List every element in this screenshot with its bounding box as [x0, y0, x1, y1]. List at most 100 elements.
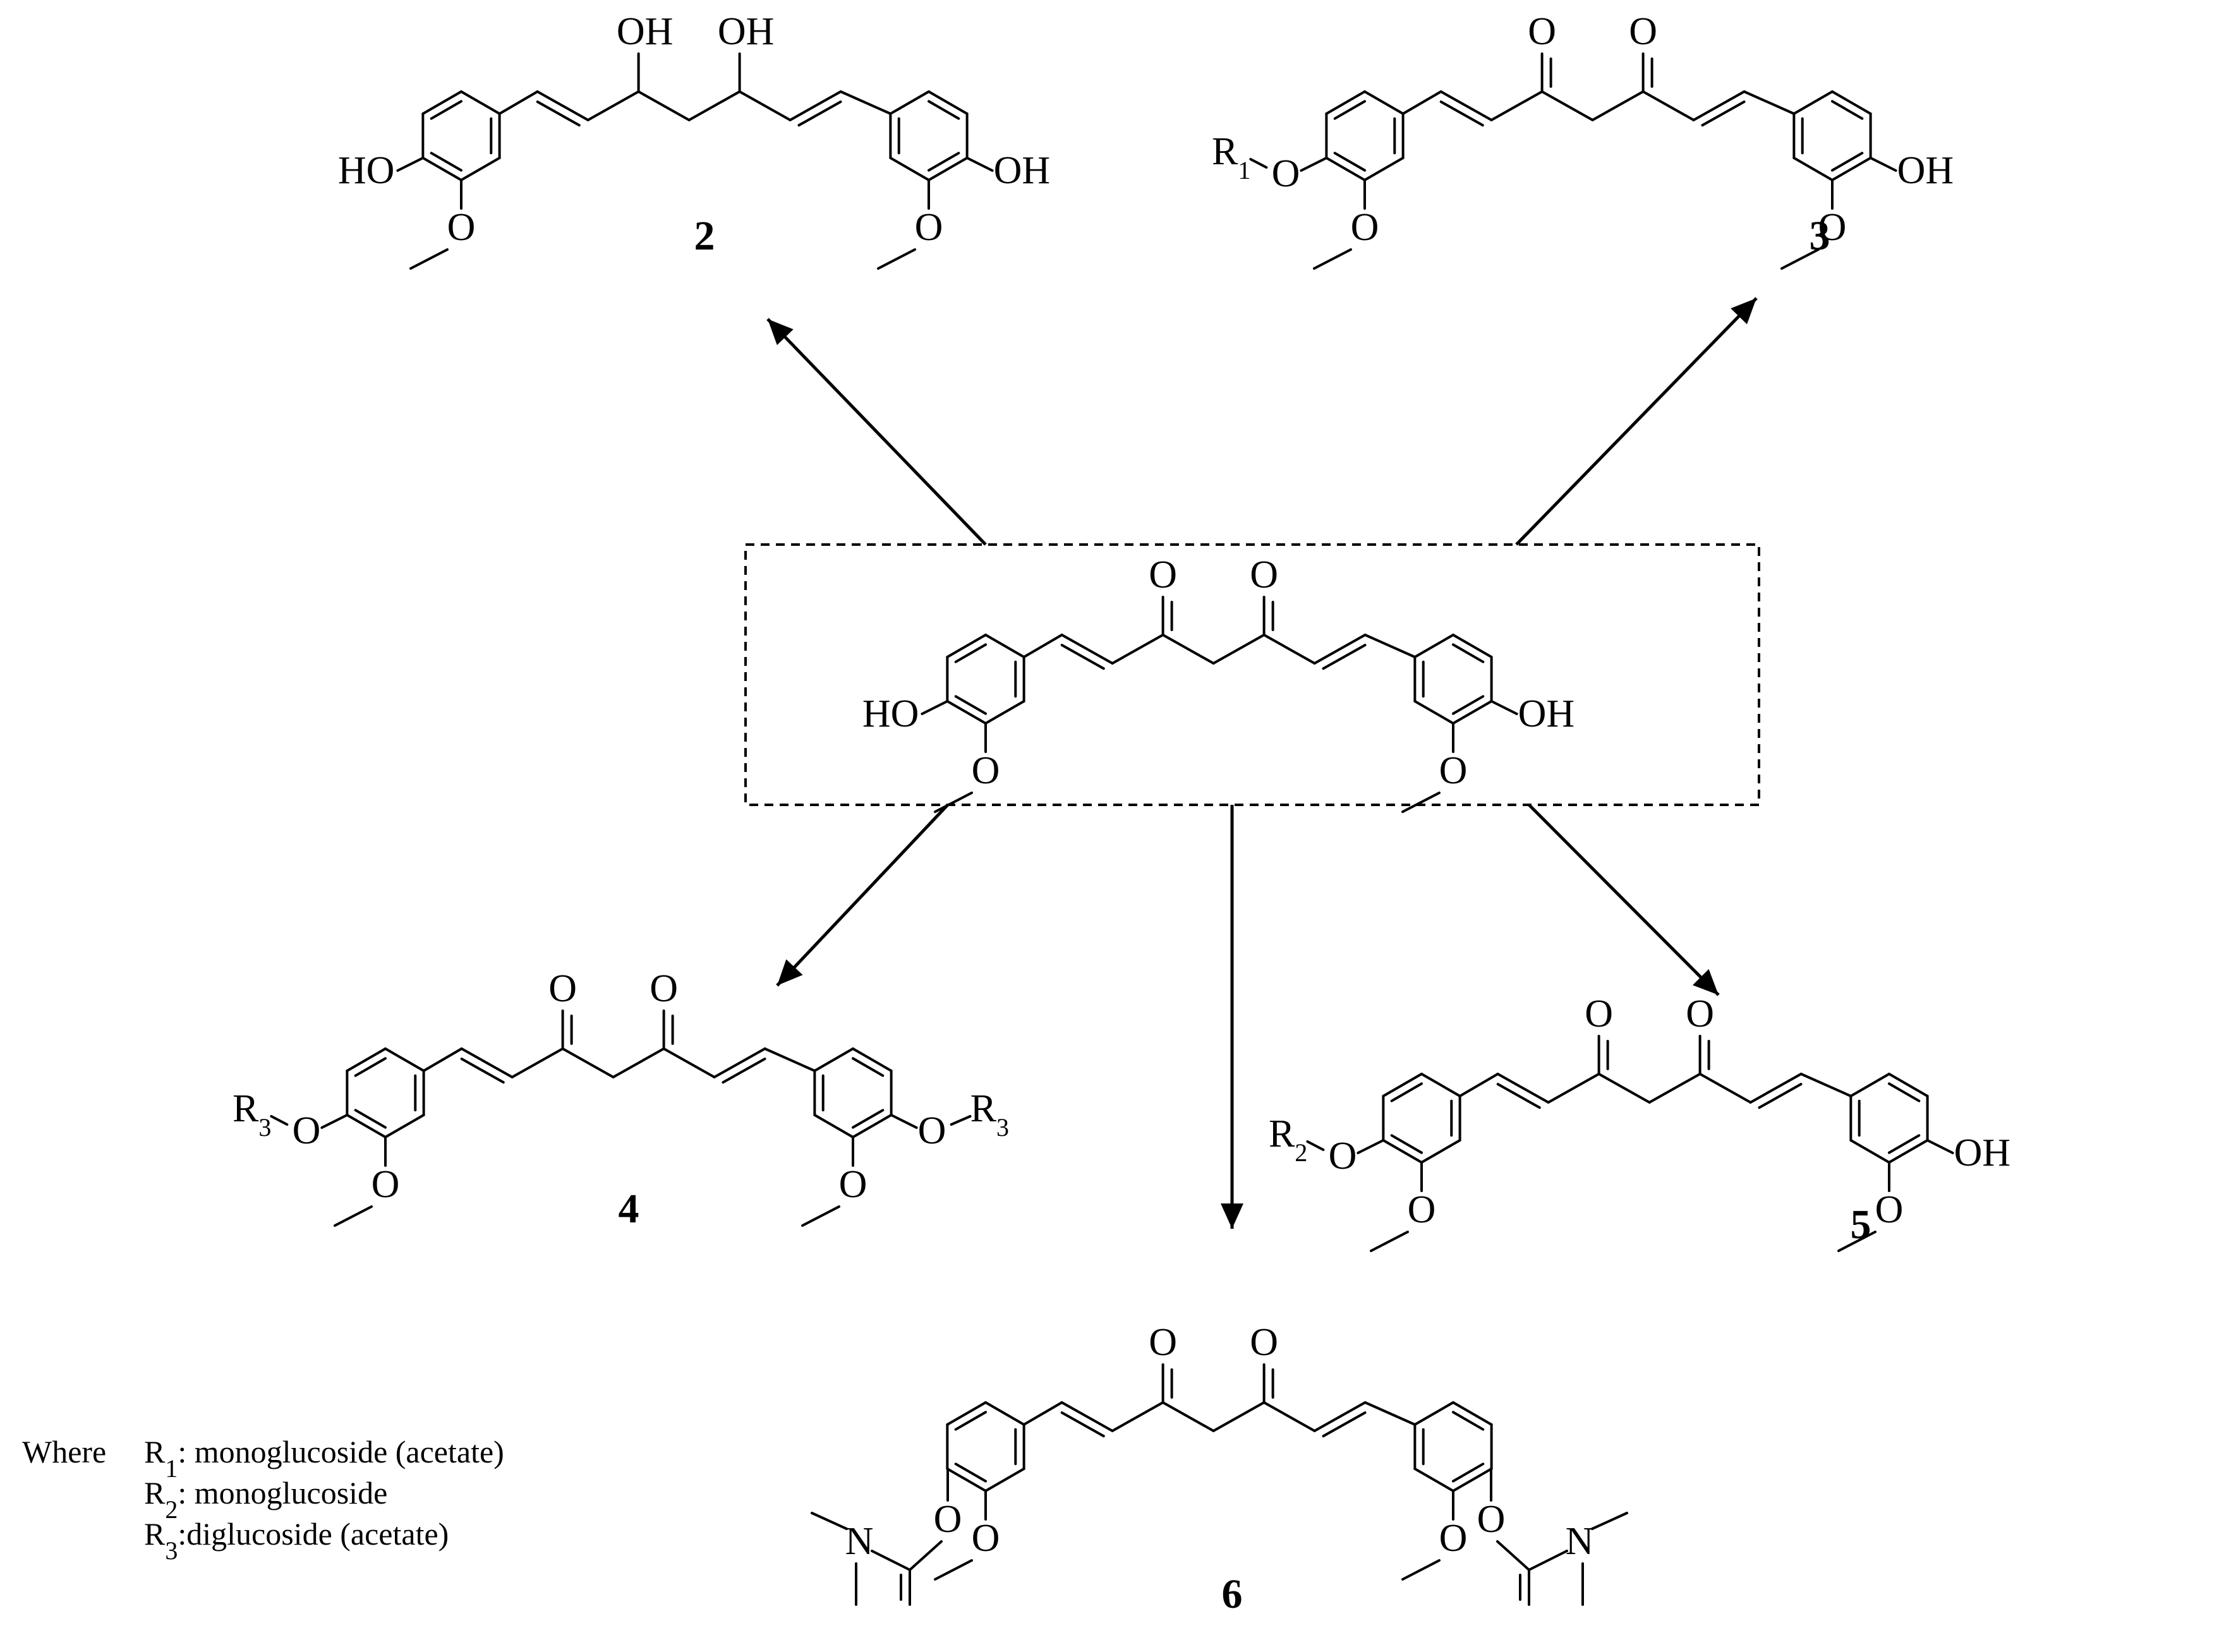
- bond: [1262, 634, 1316, 665]
- bond: [422, 1047, 463, 1072]
- double-bond-inner: [1322, 644, 1367, 670]
- bond: [1496, 1540, 1530, 1571]
- ring-double-bond: [1831, 100, 1864, 120]
- bond: [662, 1047, 716, 1078]
- r-group-label: R3: [233, 1087, 271, 1142]
- double-bond: [536, 90, 589, 121]
- bond: [1799, 1073, 1852, 1097]
- methoxy-oxygen-label: O: [1875, 1188, 1904, 1231]
- ring-bond: [1413, 634, 1454, 658]
- double-bond-inner: [797, 100, 842, 127]
- bond: [1540, 90, 1594, 121]
- double-bond-inner: [1439, 100, 1484, 127]
- ring-double-bond: [1390, 1134, 1423, 1154]
- ring-double-bond: [1888, 1082, 1921, 1102]
- bond: [1111, 1401, 1164, 1432]
- bond: [1926, 1139, 1954, 1154]
- double-bond: [1439, 90, 1493, 121]
- r-group-label: R2: [1269, 1112, 1307, 1167]
- methyl-bond: [1837, 1231, 1876, 1252]
- double-bond-inner: [536, 100, 581, 127]
- ring-bond: [1792, 157, 1834, 181]
- carbamate-oxygen-label: O: [934, 1498, 962, 1541]
- bond: [1363, 634, 1417, 658]
- methyl-bond: [409, 248, 449, 270]
- ring-bond: [889, 157, 930, 181]
- methoxy-oxygen-label: O: [972, 749, 1000, 792]
- ring-double-bond: [954, 643, 987, 663]
- bond: [1401, 90, 1442, 115]
- carbonyl-oxygen-label: O: [1250, 1321, 1278, 1364]
- ring-double-bond: [354, 1109, 387, 1129]
- compound-number-3: 3: [1810, 213, 1830, 259]
- arrow-to-4: [776, 804, 949, 987]
- ring-bond: [384, 1047, 425, 1072]
- bond: [1458, 1073, 1499, 1097]
- methyl-bond: [811, 1512, 848, 1530]
- methoxy-oxygen-label: O: [1351, 206, 1379, 249]
- hydroxyl-label: OH: [718, 10, 775, 53]
- bond: [1262, 1401, 1316, 1432]
- bond: [1161, 1401, 1215, 1432]
- bond: [637, 90, 691, 121]
- methyl-bond: [934, 792, 973, 813]
- arrow-to-6-head: [1221, 1203, 1243, 1229]
- bond: [320, 1114, 349, 1129]
- ether-bond: [950, 1115, 972, 1126]
- methyl-bond: [801, 1205, 840, 1227]
- ring-double-bond: [1333, 152, 1366, 172]
- bond: [396, 157, 425, 172]
- bond: [1300, 157, 1328, 172]
- ring-bond: [928, 90, 969, 115]
- methyl-bond: [1313, 248, 1352, 270]
- ring-bond: [346, 1047, 387, 1072]
- hydroxyl-label: OH: [1897, 149, 1954, 192]
- carbonyl-oxygen-label: O: [1686, 992, 1714, 1035]
- bond: [1869, 157, 1897, 172]
- methoxy-oxygen-label: O: [1818, 206, 1847, 249]
- arrows-layer: [766, 297, 1758, 1229]
- ring-bond: [889, 90, 930, 115]
- ether-oxygen-label: O: [293, 1109, 321, 1152]
- ring-double-bond: [1452, 1411, 1485, 1431]
- double-bond: [460, 1047, 514, 1078]
- ring-bond: [1413, 1468, 1454, 1492]
- carbamate-oxygen-label: O: [1477, 1498, 1506, 1541]
- arrow-to-5: [1528, 804, 1720, 996]
- double-bond-inner: [1496, 1083, 1541, 1109]
- bond: [1212, 634, 1266, 665]
- carbonyl-oxygen-label: O: [1149, 553, 1177, 596]
- methyl-bond: [1370, 1231, 1409, 1252]
- compound-number-6: 6: [1222, 1571, 1243, 1617]
- ring-bond: [1831, 90, 1872, 115]
- ring-bond: [1413, 1401, 1454, 1426]
- ring-bond: [1888, 1073, 1929, 1097]
- bond: [1591, 90, 1645, 121]
- bond: [1698, 1073, 1752, 1104]
- ring-bond: [1849, 1073, 1890, 1097]
- ring-bond: [813, 1047, 854, 1072]
- ring-bond: [1452, 634, 1493, 658]
- methoxy-oxygen-label: O: [1408, 1188, 1436, 1231]
- ring-bond: [1325, 90, 1366, 115]
- double-bond-inner: [1060, 1411, 1105, 1438]
- ether-bond: [270, 1115, 289, 1126]
- double-bond-inner: [1322, 1411, 1367, 1438]
- ring-bond: [1792, 90, 1834, 115]
- carbonyl-oxygen-label: O: [650, 967, 678, 1010]
- legend-where: Where: [22, 1434, 106, 1469]
- bond: [1648, 1073, 1701, 1104]
- ring-bond: [1420, 1073, 1461, 1097]
- ring-bond: [852, 1047, 893, 1072]
- bond: [1161, 634, 1215, 665]
- hydroxyl-label: OH: [994, 149, 1051, 192]
- ring-bond: [946, 1401, 987, 1426]
- bond: [1212, 1401, 1266, 1432]
- ring-bond: [1452, 1401, 1493, 1426]
- hydroxyl-label: OH: [1518, 692, 1575, 735]
- ring-bond: [984, 1401, 1025, 1426]
- ether-bond: [1306, 1140, 1325, 1151]
